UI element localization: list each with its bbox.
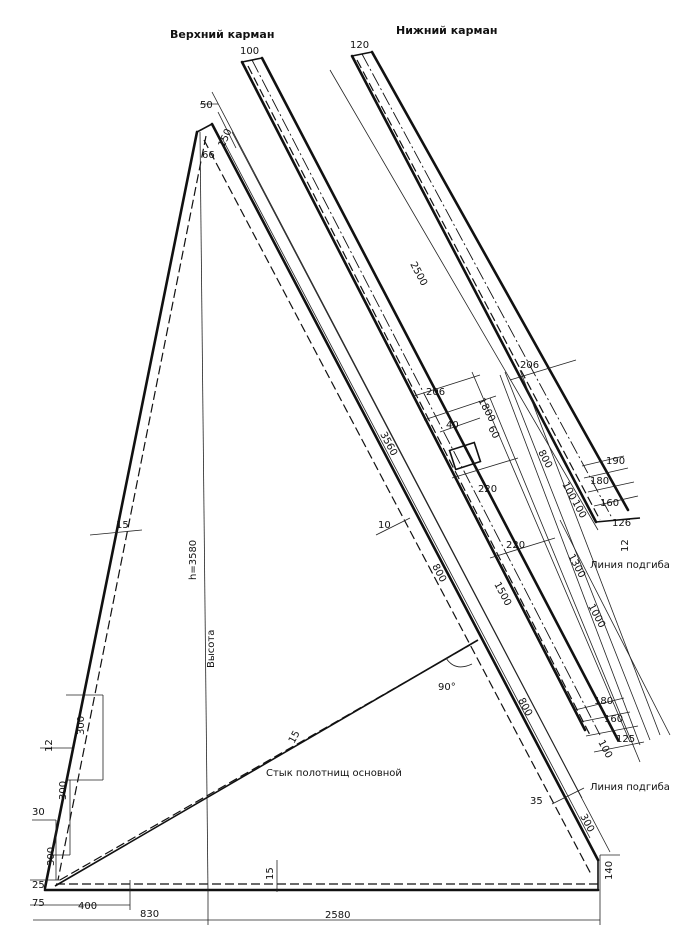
dim-height: h=3580 bbox=[188, 540, 199, 580]
upper-pocket-fold bbox=[247, 65, 591, 736]
dim-up-40: 40 bbox=[446, 420, 459, 431]
left-edge bbox=[43, 130, 199, 890]
dim-low-120: 120 bbox=[350, 40, 369, 51]
dim-left-30: 30 bbox=[32, 807, 45, 818]
dim-top-66: 66 bbox=[202, 150, 215, 161]
height-line bbox=[199, 131, 209, 893]
note-angle: 90° bbox=[438, 682, 456, 693]
top-cap bbox=[196, 123, 213, 133]
dim-top-150: 150 bbox=[217, 127, 235, 149]
lower-pocket-title: Нижний карман bbox=[396, 24, 497, 37]
note-seam: Стык полотнищ основной bbox=[266, 768, 402, 779]
dim-up-1800: 1800 bbox=[475, 396, 497, 424]
dim-left-12: 12 bbox=[44, 739, 55, 752]
note-bend-line-1: Линия подгиба bbox=[590, 560, 670, 571]
dim-up-180: 180 bbox=[594, 696, 613, 707]
main-panel bbox=[43, 122, 600, 893]
dim-hyp-10: 10 bbox=[378, 520, 391, 531]
dim-br-140: 140 bbox=[604, 861, 615, 880]
dim-low-180: 180 bbox=[590, 476, 609, 487]
left-edge-seam bbox=[57, 135, 207, 881]
dim-left-300c: 300 bbox=[46, 847, 57, 866]
seam-line bbox=[54, 639, 479, 887]
right-angle-arc bbox=[445, 657, 473, 668]
dim-left-75: 75 bbox=[32, 898, 45, 909]
dim-low-12: 12 bbox=[620, 539, 631, 552]
dim-br-35: 35 bbox=[530, 796, 543, 807]
lower-pocket-center bbox=[361, 53, 613, 519]
dim-low-190: 190 bbox=[606, 456, 625, 467]
dim-up-206: 206 bbox=[426, 387, 445, 398]
dim-up-100b: 100 bbox=[595, 738, 614, 760]
upper-pocket-right bbox=[260, 56, 620, 742]
note-bend-line-2: Линия подгиба bbox=[590, 782, 670, 793]
upper-pocket-left bbox=[240, 60, 587, 732]
lower-pocket-strip bbox=[329, 50, 671, 741]
dim-left-300a: 300 bbox=[76, 716, 87, 735]
dim-left-300b: 300 bbox=[58, 781, 69, 800]
dim-up-100: 100 bbox=[240, 46, 259, 57]
left-dimensions bbox=[30, 529, 620, 925]
hypotenuse-edge bbox=[210, 122, 600, 862]
dim-base-2580: 2580 bbox=[325, 910, 350, 921]
upper-pocket-window bbox=[448, 441, 482, 471]
dim-base-15: 15 bbox=[265, 867, 276, 880]
dim-base-830: 830 bbox=[140, 909, 159, 920]
lower-pocket-right bbox=[370, 50, 630, 512]
lower-pocket-fold bbox=[356, 59, 601, 521]
seam-line-dash bbox=[59, 644, 471, 881]
dim-seam-15: 15 bbox=[287, 729, 303, 745]
upper-pocket-title: Верхний карман bbox=[170, 28, 274, 41]
dim-low-2500: 2500 bbox=[407, 260, 429, 288]
dim-low-126: 126 bbox=[612, 518, 631, 529]
dim-height-word: Высота bbox=[206, 630, 217, 668]
dim-base-400: 400 bbox=[78, 901, 97, 912]
dim-left-25: 25 bbox=[32, 880, 45, 891]
dim-up-220b: 220 bbox=[506, 540, 525, 551]
dim-up-160: 160 bbox=[604, 714, 623, 725]
hypotenuse-seam bbox=[203, 139, 593, 877]
dim-up-125: 125 bbox=[616, 734, 635, 745]
dim-left-15: 15 bbox=[116, 520, 129, 531]
lower-pocket-left bbox=[350, 54, 598, 524]
dim-low-160: 160 bbox=[600, 498, 619, 509]
upper-pocket-center bbox=[251, 59, 601, 736]
dim-low-206: 206 bbox=[520, 360, 539, 371]
dim-top-50: 50 bbox=[200, 100, 213, 111]
upper-pocket-strip bbox=[211, 56, 645, 799]
dim-up-220a: 220 bbox=[478, 484, 497, 495]
dim-up-60: 60 bbox=[485, 424, 501, 440]
